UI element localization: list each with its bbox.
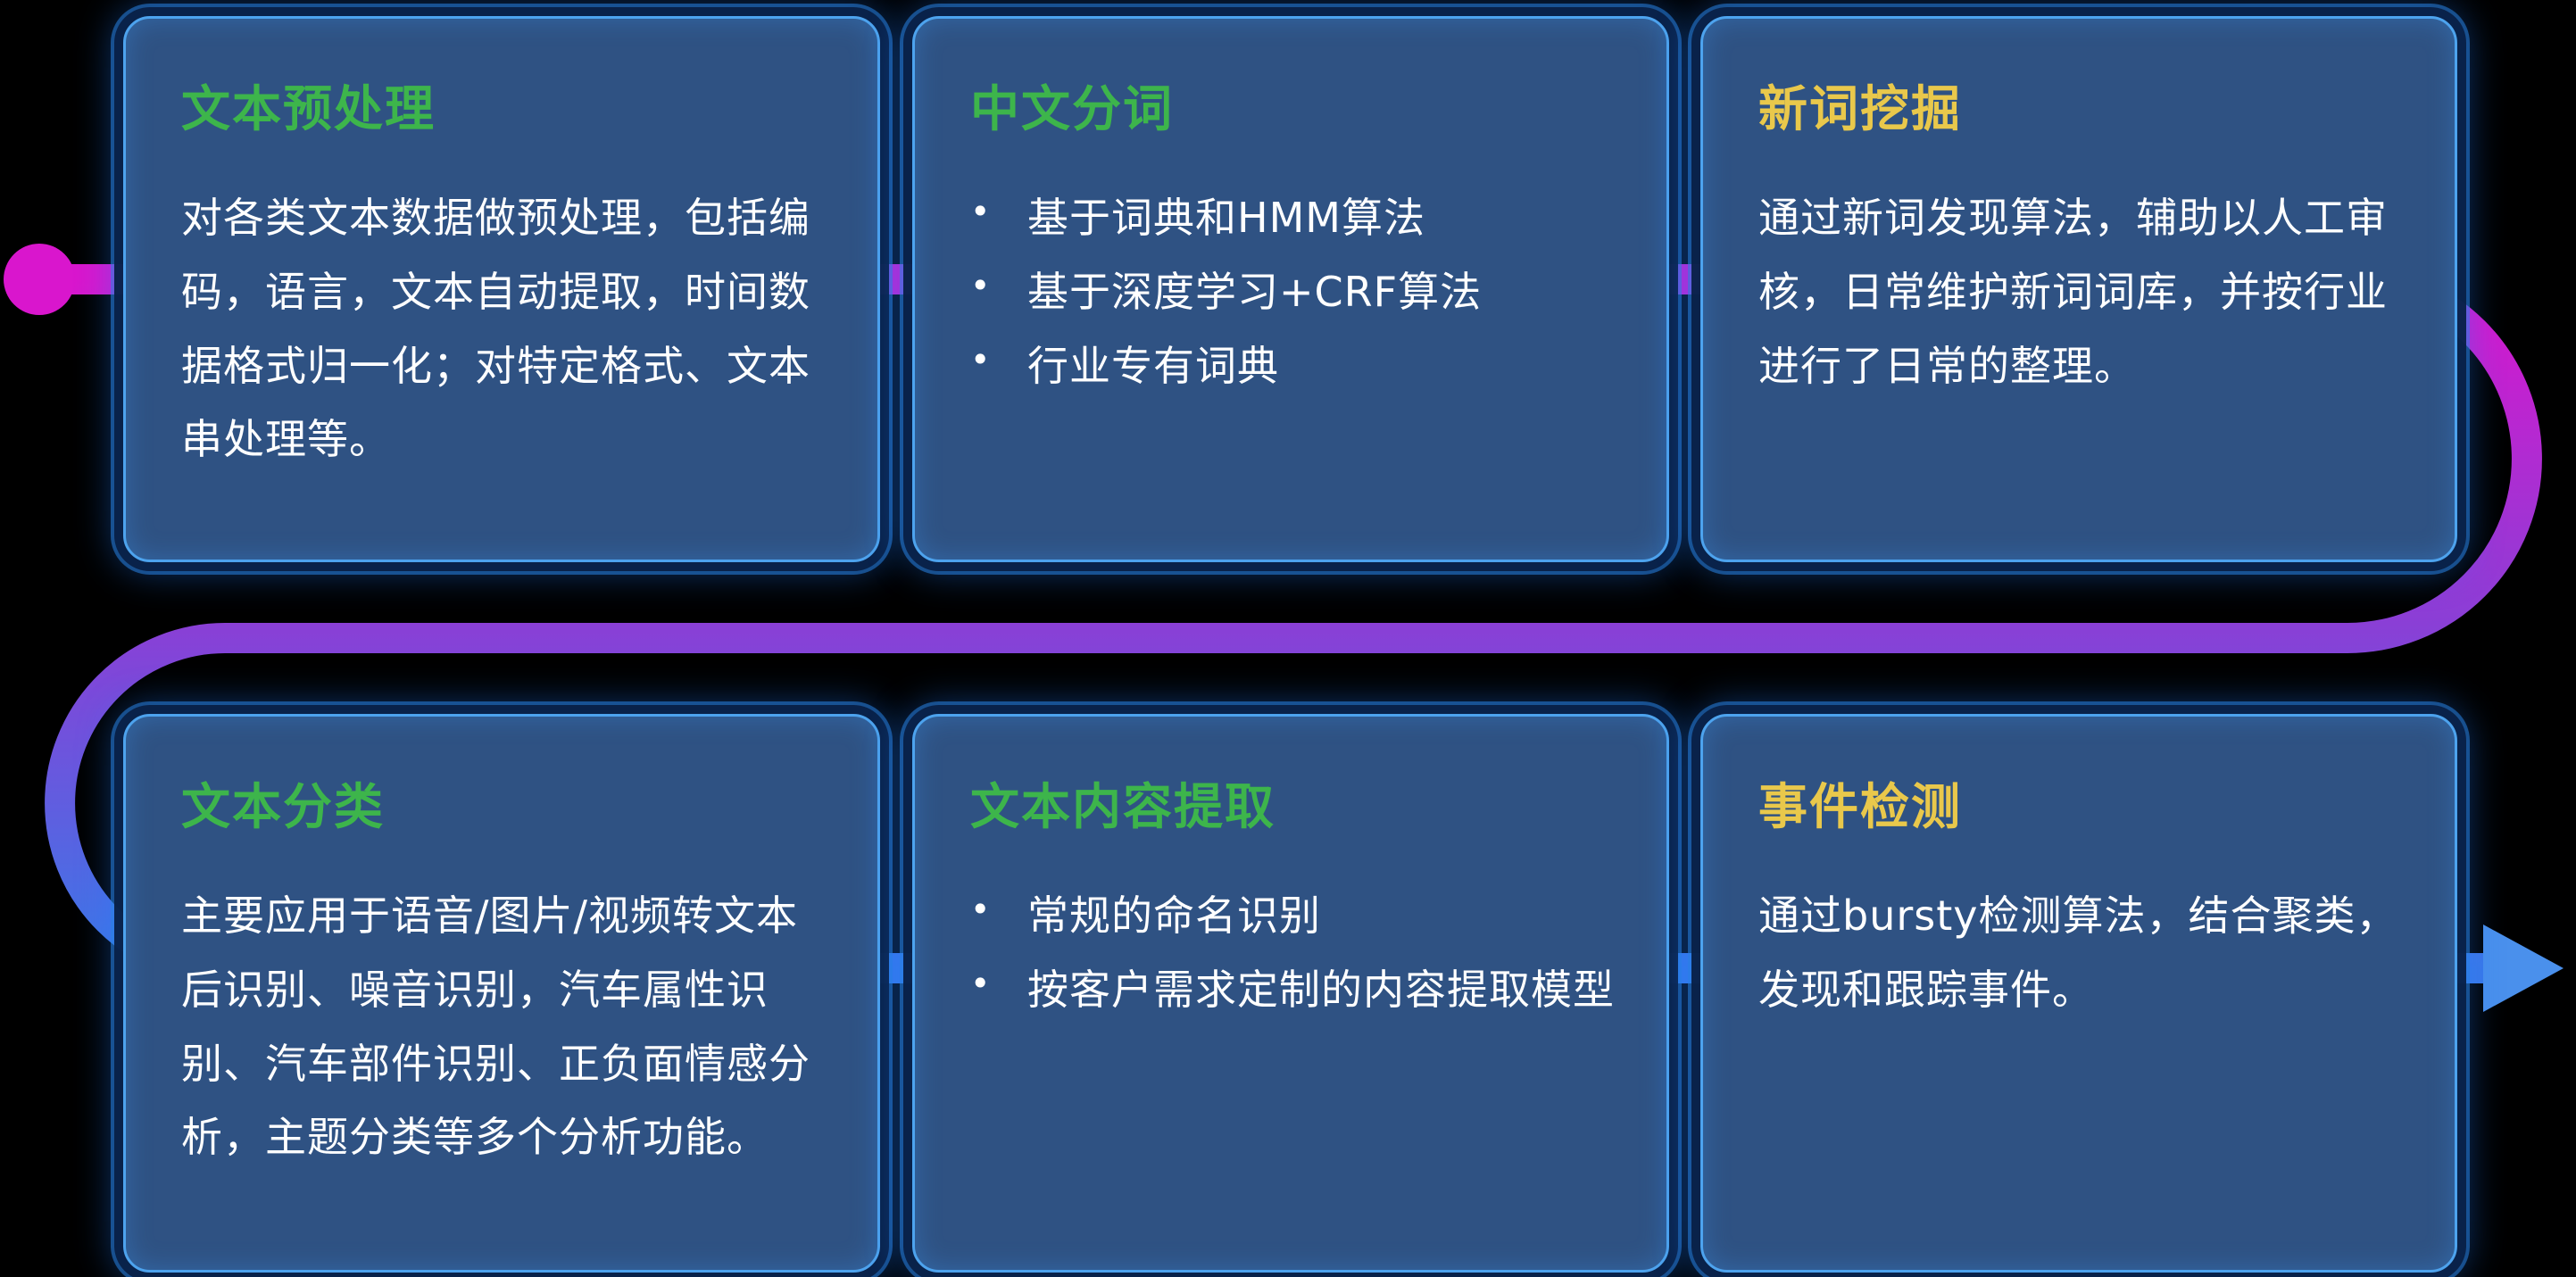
bullet-item: • 按客户需求定制的内容提取模型 xyxy=(970,953,1615,1027)
bullet-dot: • xyxy=(970,265,992,305)
flow-line xyxy=(37,264,2542,983)
card-title: 新词挖掘 xyxy=(1758,80,1963,137)
bullet-dot: • xyxy=(970,339,992,379)
card-title: 文本分类 xyxy=(181,778,386,835)
card-new-word-mining: 新词挖掘 通过新词发现算法，辅助以人工审核，日常维护新词词库，并按行业进行了日常… xyxy=(1700,16,2457,562)
card-chinese-word-segmentation: 中文分词 • 基于词典和HMM算法 • 基于深度学习+CRF算法 • 行业专有词… xyxy=(912,16,1669,562)
bullet-text: 基于深度学习+CRF算法 xyxy=(1027,267,1483,316)
card-body: 主要应用于语音/图片/视频转文本后识别、噪音识别，汽车属性识别、汽车部件识别、正… xyxy=(181,891,810,1162)
card-text-content-extraction: 文本内容提取 • 常规的命名识别 • 按客户需求定制的内容提取模型 xyxy=(912,714,1669,1273)
bullet-item: • 基于深度学习+CRF算法 xyxy=(970,255,1615,329)
bullet-text: 基于词典和HMM算法 xyxy=(1027,194,1425,242)
card-body: 通过新词发现算法，辅助以人工审核，日常维护新词词库，并按行业进行了日常的整理。 xyxy=(1758,194,2388,390)
bullet-dot: • xyxy=(970,890,992,929)
bullet-item: • 行业专有词典 xyxy=(970,329,1615,403)
card-body: 对各类文本数据做预处理，包括编码，语言，文本自动提取，时间数据格式归一化；对特定… xyxy=(181,194,810,464)
card-title: 中文分词 xyxy=(970,80,1175,137)
flow-start-dot xyxy=(4,244,75,315)
bullet-item: • 基于词典和HMM算法 xyxy=(970,181,1615,255)
bullet-dot: • xyxy=(970,192,992,231)
card-event-detection: 事件检测 通过bursty检测算法，结合聚类，发现和跟踪事件。 xyxy=(1700,714,2457,1273)
card-bullet-list: • 常规的命名识别 • 按客户需求定制的内容提取模型 xyxy=(970,879,1615,1027)
card-text-classification: 文本分类 主要应用于语音/图片/视频转文本后识别、噪音识别，汽车属性识别、汽车部… xyxy=(123,714,880,1273)
flow-end-arrow-icon xyxy=(2483,925,2564,1012)
card-text-preprocessing: 文本预处理 对各类文本数据做预处理，包括编码，语言，文本自动提取，时间数据格式归… xyxy=(123,16,880,562)
bullet-dot: • xyxy=(970,963,992,1003)
card-title: 文本预处理 xyxy=(181,80,436,137)
bullet-text: 行业专有词典 xyxy=(1027,341,1279,390)
bullet-text: 按客户需求定制的内容提取模型 xyxy=(1027,965,1615,1014)
card-bullet-list: • 基于词典和HMM算法 • 基于深度学习+CRF算法 • 行业专有词典 xyxy=(970,181,1615,402)
card-title: 事件检测 xyxy=(1758,778,1963,835)
card-title: 文本内容提取 xyxy=(970,778,1276,835)
bullet-item: • 常规的命名识别 xyxy=(970,879,1615,953)
card-body: 通过bursty检测算法，结合聚类，发现和跟踪事件。 xyxy=(1758,891,2398,1014)
bullet-text: 常规的命名识别 xyxy=(1027,891,1321,940)
